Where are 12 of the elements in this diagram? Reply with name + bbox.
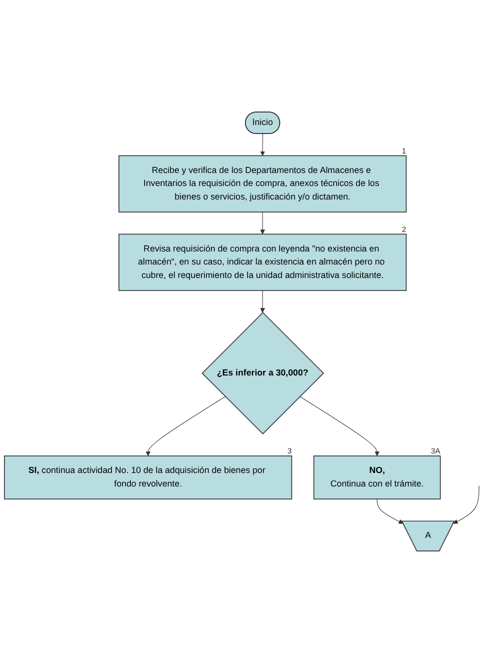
arrow [260, 290, 265, 313]
arrow [300, 396, 380, 456]
arrow [146, 396, 226, 456]
node-box: Revisa requisición de compra con leyenda "no existencia en almacén“, en su caso, indicar la existencia en almacén pero no cubre, el requerimiento de la unidad administrativa solicitante. [118, 234, 407, 291]
arrow [260, 134, 265, 156]
arrow [260, 212, 265, 234]
node-box: SI, continua actividad No. 10 de la adquisición de bienes por fondo revolvente. [4, 456, 292, 500]
arrow [453, 485, 480, 524]
node-box: Recibe y verifica de los Departamentos de Almacenes e Inventarios la requisición de compra, anexos técnicos de los bienes o servicios, justificación y/o dictamen. [118, 155, 407, 212]
node-box: NO, Continua con el trámite. [313, 456, 441, 500]
arrow [376, 498, 404, 524]
node-diamond: ¿Es inferior a 30,000? [202, 312, 324, 434]
